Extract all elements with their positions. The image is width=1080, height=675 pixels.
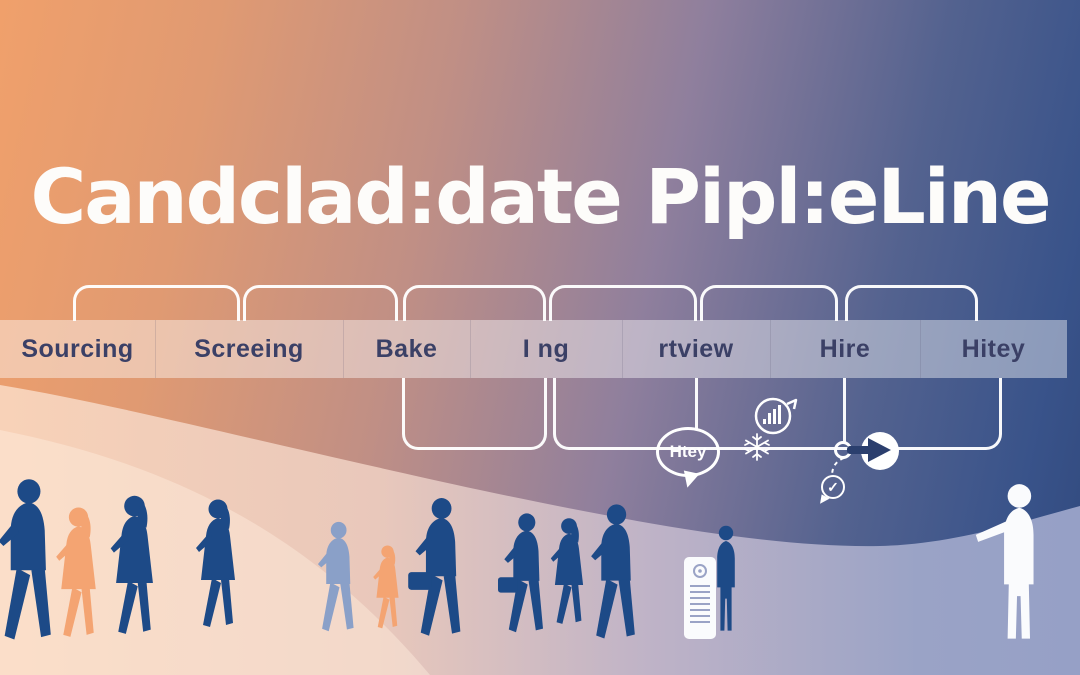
play-arrow-tail — [847, 446, 873, 454]
speech-bubble-label: Htey — [669, 442, 707, 461]
kiosk-tower — [684, 557, 716, 639]
top-bracket-1 — [73, 285, 240, 321]
candidate-silhouette-2 — [48, 506, 109, 648]
stage-label: Bake — [375, 334, 438, 363]
speech-bubble-icon: Htey — [656, 427, 720, 477]
stage-cell-hire: Hire — [770, 320, 921, 378]
stage-cell-screeing: Screeing — [155, 320, 344, 378]
top-bracket-3 — [403, 285, 546, 321]
candidate-silhouette-7 — [408, 497, 471, 643]
candidate-silhouette-3 — [102, 494, 167, 646]
snowflake-icon — [744, 433, 770, 461]
stage-cell-ing: I ng — [470, 320, 623, 378]
candidate-silhouette-4 — [188, 498, 248, 638]
top-bracket-5 — [700, 285, 838, 321]
check-glyph: ✓ — [827, 478, 839, 495]
candidate-silhouette-10 — [584, 503, 645, 646]
dashed-connector — [831, 457, 845, 477]
pipeline-stage-band: Sourcing Screeing Bake I ng rtview Hire … — [0, 320, 1067, 378]
stage-label: Sourcing — [21, 334, 134, 363]
top-bracket-6 — [845, 285, 978, 321]
play-arrow-head — [868, 438, 891, 462]
stage-label: I ng — [522, 334, 570, 363]
page-title: Candclad:date Pipl:eLine — [30, 152, 1051, 241]
stage-cell-sourcing: Sourcing — [0, 320, 156, 378]
stage-label: Screeing — [194, 334, 304, 363]
stage-label: Hire — [819, 334, 871, 363]
bottom-bracket-2 — [553, 378, 1002, 450]
recruiter-silhouette — [972, 483, 1055, 648]
stage-cell-bake: Bake — [343, 320, 471, 378]
check-bubble-icon: ✓ — [821, 475, 845, 499]
top-bracket-4 — [549, 285, 697, 321]
connector-to-bubble — [695, 378, 698, 430]
candidate-silhouette-5 — [312, 521, 362, 637]
candidate-silhouette-11 — [710, 525, 742, 637]
stage-label: Hitey — [961, 334, 1026, 363]
top-bracket-2 — [243, 285, 398, 321]
stage-cell-rtview: rtview — [622, 320, 771, 378]
speech-bubble-tail — [680, 470, 700, 490]
stage-cell-hitey: Hitey — [920, 320, 1067, 378]
connector-to-node — [843, 378, 846, 442]
bottom-bracket-1 — [402, 378, 547, 450]
candidate-silhouette-6 — [368, 544, 407, 636]
stage-label: rtview — [658, 334, 734, 363]
bar-chart-bubble-icon — [754, 397, 798, 435]
